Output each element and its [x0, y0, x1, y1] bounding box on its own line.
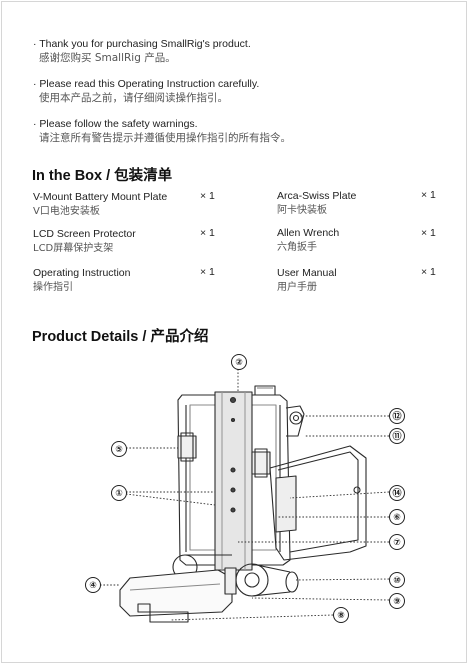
callout-9: ⑨	[389, 593, 405, 609]
callout-number: ⑧	[337, 610, 345, 620]
item-qty: × 1	[200, 266, 215, 278]
in-the-box-heading: In the Box / 包装清单	[32, 168, 173, 184]
callout-11: ⑪	[389, 428, 405, 444]
item-qty: × 1	[200, 227, 215, 239]
box-item-battery-plate: V-Mount Battery Mount Plate V口电池安装板	[33, 190, 213, 219]
item-name-en: V-Mount Battery Mount Plate	[33, 191, 168, 203]
callout-number: ⑩	[393, 575, 401, 585]
note-safety: · Please follow the safety warnings. 请注意…	[33, 117, 453, 145]
item-name-zh: 阿卡快装板	[277, 205, 327, 216]
note-en: · Please follow the safety warnings.	[33, 118, 198, 130]
note-read: · Please read this Operating Instruction…	[33, 77, 453, 105]
item-name-zh: 六角扳手	[277, 242, 317, 253]
callout-number: ⑭	[392, 488, 402, 498]
note-zh: 感谢您购买 SmallRig 产品。	[39, 52, 176, 64]
callout-number: ④	[89, 580, 97, 590]
box-item-user-manual: User Manual 用户手册	[277, 266, 457, 295]
box-item-operating-instruction: Operating Instruction 操作指引	[33, 266, 213, 295]
box-item-arca-plate: Arca-Swiss Plate 阿卡快装板	[277, 189, 457, 218]
item-qty: × 1	[421, 266, 436, 278]
intro-notes: · Thank you for purchasing SmallRig's pr…	[33, 37, 453, 157]
callout-10: ⑩	[389, 572, 405, 588]
callout-12: ⑫	[389, 408, 405, 424]
note-thanks: · Thank you for purchasing SmallRig's pr…	[33, 37, 453, 65]
callout-5: ⑤	[111, 441, 127, 457]
item-name-zh: LCD屏幕保护支架	[33, 243, 114, 254]
callout-number: ①	[115, 488, 123, 498]
item-qty: × 1	[421, 189, 436, 201]
callout-14: ⑭	[389, 485, 405, 501]
item-name-zh: 操作指引	[33, 282, 73, 293]
callout-number: ⑪	[392, 431, 402, 441]
product-diagram	[100, 369, 390, 623]
item-name-en: LCD Screen Protector	[33, 228, 136, 240]
callout-number: ⑫	[392, 411, 402, 421]
box-item-lcd-protector: LCD Screen Protector LCD屏幕保护支架	[33, 227, 213, 256]
item-name-zh: V口电池安装板	[33, 206, 100, 217]
callout-6: ⑥	[389, 509, 405, 525]
item-name-en: User Manual	[277, 267, 337, 279]
callout-number: ⑦	[393, 537, 401, 547]
item-qty: × 1	[421, 227, 436, 239]
callout-number: ⑤	[115, 444, 123, 454]
callout-1: ①	[111, 485, 127, 501]
note-en: · Please read this Operating Instruction…	[33, 78, 260, 90]
callout-7: ⑦	[389, 534, 405, 550]
product-details-heading: Product Details / 产品介绍	[32, 329, 209, 345]
note-zh: 请注意所有警告提示并遵循使用操作指引的所有指令。	[39, 132, 291, 144]
callout-2: ②	[231, 354, 247, 370]
item-name-en: Operating Instruction	[33, 267, 131, 279]
item-name-en: Allen Wrench	[277, 227, 340, 239]
callout-number: ⑨	[393, 596, 401, 606]
callout-number: ⑥	[393, 512, 401, 522]
item-name-en: Arca-Swiss Plate	[277, 190, 357, 202]
item-qty: × 1	[200, 190, 215, 202]
box-item-allen-wrench: Allen Wrench 六角扳手	[277, 226, 457, 255]
callout-8: ⑧	[333, 607, 349, 623]
callout-4: ④	[85, 577, 101, 593]
item-name-zh: 用户手册	[277, 282, 317, 293]
note-zh: 使用本产品之前，请仔细阅读操作指引。	[39, 92, 228, 104]
callout-number: ②	[235, 357, 243, 367]
note-en: · Thank you for purchasing SmallRig's pr…	[33, 38, 251, 50]
